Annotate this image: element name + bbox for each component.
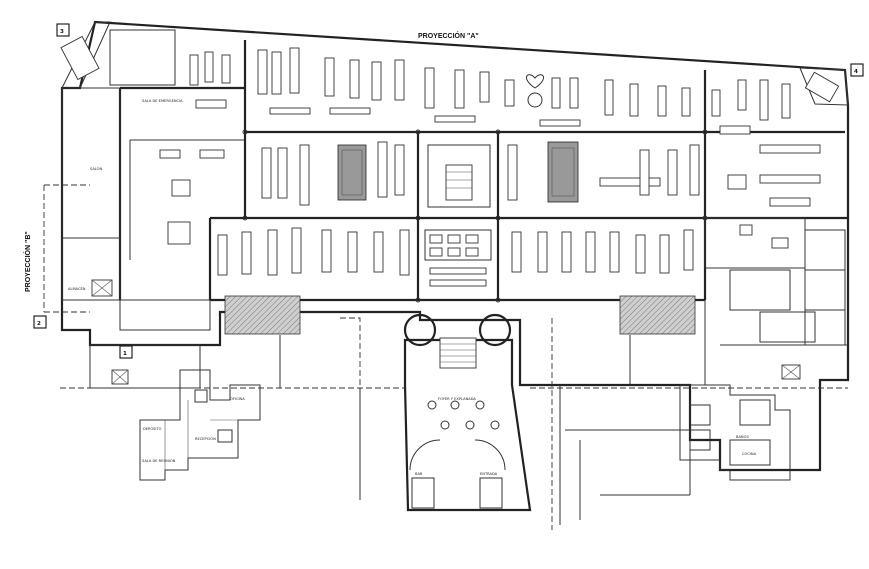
- main-entrance: [403, 313, 532, 512]
- corner-kiosk-left: [60, 35, 100, 81]
- storage-label: DEPÓSITO: [143, 426, 162, 431]
- view-marker-2: 2: [33, 315, 47, 329]
- projection-b-label: PROYECCIÓN "B": [23, 231, 32, 292]
- view-marker-1: 1: [119, 345, 133, 359]
- bar-label: BAR: [415, 472, 423, 476]
- lower-row-shelving: [217, 227, 694, 287]
- emergency-room-label: SALA DE EMERGENCIA: [142, 99, 183, 103]
- corner-kiosk-right: [804, 71, 840, 103]
- svg-text:4: 4: [854, 69, 858, 75]
- svg-text:1: 1: [123, 351, 127, 357]
- office-label: OFICINA: [230, 397, 245, 401]
- projection-a-label: PROYECCIÓN "A": [418, 31, 479, 40]
- entrance-label: ENTRADA: [480, 472, 498, 476]
- svg-text:2: 2: [37, 321, 41, 327]
- view-marker-4: 4: [850, 63, 864, 77]
- lower-right-annex: [679, 300, 848, 481]
- salon-label: SALÓN: [90, 166, 103, 171]
- reception-label: RECEPCIÓN: [195, 436, 216, 441]
- meeting-room-label: SALA DE REUNIÓN: [142, 458, 176, 463]
- restrooms-label: BAÑOS: [736, 434, 749, 439]
- round-display: [527, 92, 543, 108]
- hatched-zone-left: [224, 295, 301, 335]
- lower-left-annex: [89, 344, 261, 481]
- kitchen-label: COCINA: [742, 452, 757, 456]
- middle-row-fixtures: [159, 141, 821, 245]
- view-marker-3: 3: [56, 23, 70, 37]
- heart-display: [526, 74, 544, 89]
- svg-text:3: 3: [60, 29, 64, 35]
- foyer-label: FOYER Y EXPLANADA: [438, 397, 476, 401]
- top-shelving: [189, 47, 791, 135]
- right-rooms: [704, 217, 846, 346]
- building-outline: [60, 20, 850, 472]
- left-rooms: [61, 29, 211, 331]
- storage-room-label: ALMACÉN: [68, 286, 86, 291]
- hatched-zone-right: [619, 295, 696, 335]
- column-markers: [242, 129, 708, 303]
